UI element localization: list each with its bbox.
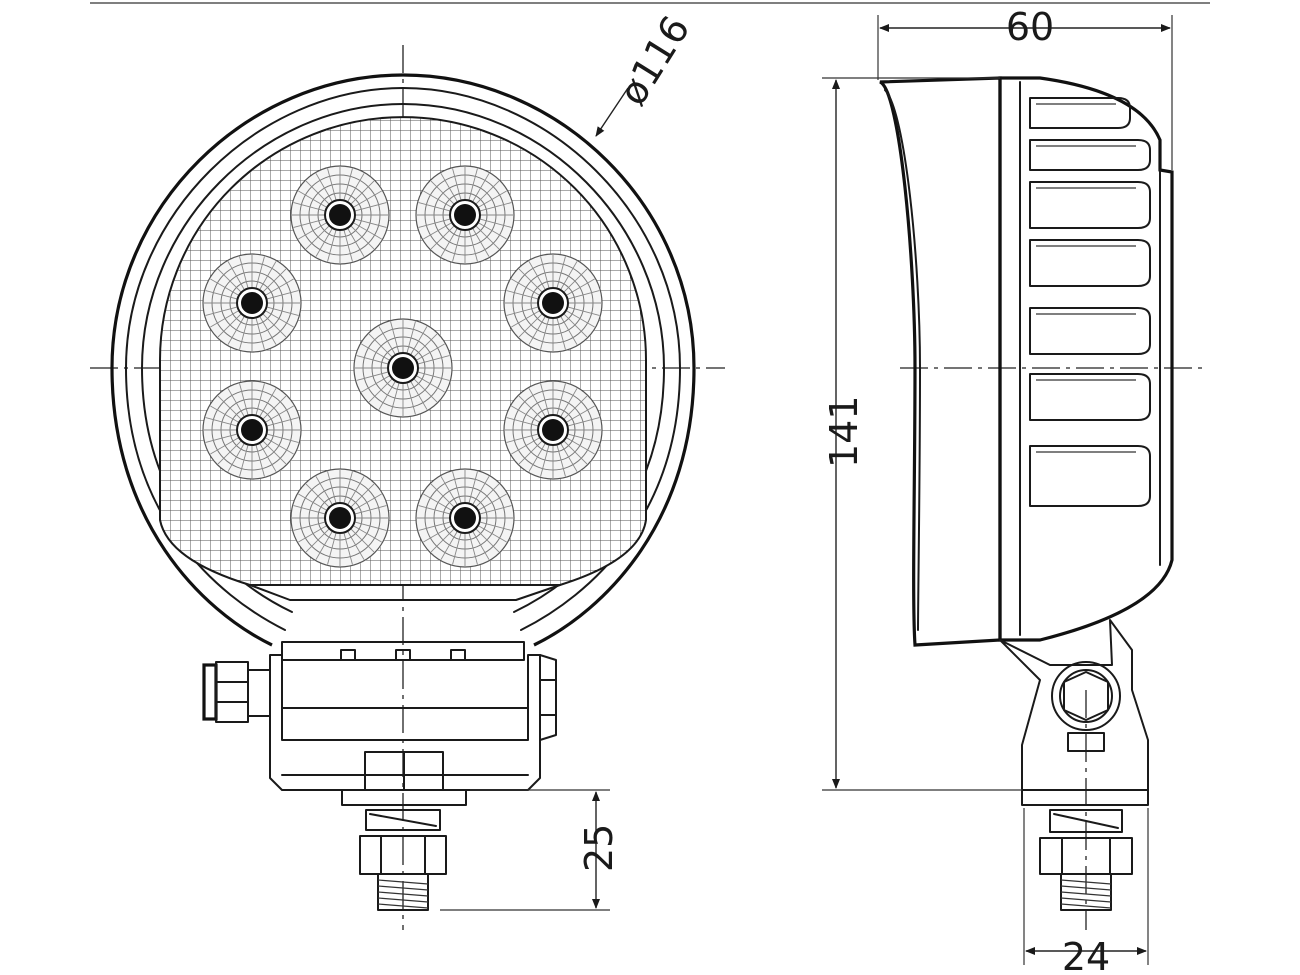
led-5 [353,318,453,418]
fin-4 [1029,239,1151,287]
side-nut-right [539,654,557,741]
led-6 [202,380,302,480]
stud-length-label: 25 [577,824,621,872]
bracket-width-label: 24 [1062,935,1110,975]
lens-face-profile [879,76,1002,647]
housing-inner-ring [125,87,681,631]
stud-bolt-side [1039,809,1133,911]
fin-7 [1029,445,1151,507]
fin-1 [1029,97,1131,129]
stud-bolt-front [359,809,447,911]
led-7 [503,380,603,480]
fin-2 [1029,139,1151,171]
led-1 [290,165,390,265]
fin-5 [1029,307,1151,355]
pivot-bolt-outer [1051,661,1121,731]
diameter-label: ø116 [610,8,698,113]
led-array [202,165,603,568]
led-2 [415,165,515,265]
fin-3 [1029,181,1151,229]
led-9 [415,468,515,568]
fin-6 [1029,373,1151,421]
side-view: 60 141 24 [822,5,1205,975]
led-8 [290,468,390,568]
side-bolt-head [202,663,218,721]
front-view: ø116 25 [90,8,725,930]
lens-inner-profile [884,89,921,631]
mounting-bracket-side [999,619,1149,806]
mounting-bracket-front [202,641,557,806]
stud-nut [359,835,447,875]
side-nut-left [215,661,249,723]
led-4 [503,253,603,353]
bezel-ring [141,103,665,613]
housing-outer-ring [110,73,696,647]
lens-bottom-edge [249,584,561,601]
housing-body-profile [998,76,1174,642]
cooling-fins [1029,97,1151,507]
led-3 [202,253,302,353]
diameter-leader [595,87,629,137]
depth-label: 60 [1006,5,1054,49]
height-label: 141 [822,395,866,468]
stud-thread [377,873,429,911]
pivot-bolt-inner [1059,669,1113,723]
